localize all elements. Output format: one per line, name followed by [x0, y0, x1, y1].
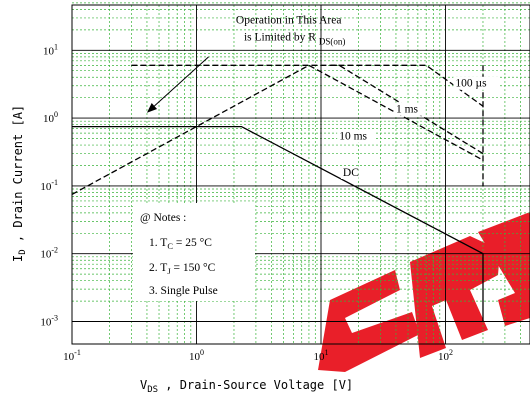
series-label-bg: [340, 165, 359, 179]
series-label-bg: [453, 76, 499, 90]
y-tick-label: 100: [43, 110, 58, 125]
notes-title: @ Notes :: [140, 212, 186, 224]
annotation-line1: Operation in This Area: [236, 14, 342, 26]
x-tick-label: 101: [314, 348, 329, 363]
y-tick-label: 10-1: [40, 178, 58, 193]
x-tick-label: 100: [189, 348, 204, 363]
x-axis-label: VDS , Drain-Source Voltage [V]: [140, 378, 353, 395]
plot-frame: [71, 4, 530, 345]
annotation-arrowhead: [146, 103, 158, 113]
series-label: 100 µs: [455, 78, 487, 90]
y-tick-label: 10-2: [40, 246, 58, 261]
series-label: DC: [343, 167, 359, 179]
note-1: 1. TC = 25 °C: [149, 237, 212, 251]
y-tick-label: 101: [43, 42, 58, 57]
series-line-DC: [72, 125, 484, 322]
y-axis-label: ID , Drain Current [A]: [11, 105, 28, 262]
series-labels: DC 10 ms 1 ms 100 µs: [337, 76, 499, 179]
tick-labels: 10-1 100 101 102 10-3 10-2 10-1 100 101: [40, 42, 453, 363]
series-label-bg: [337, 129, 376, 143]
series-line-10-ms: [72, 64, 484, 195]
watermark-logo: [318, 212, 530, 372]
note-2: 2. TJ = 150 °C: [149, 262, 216, 276]
note-3: 3. Single Pulse: [149, 285, 218, 297]
annotation-arrow: [154, 56, 209, 107]
y-tick-label: 10-3: [40, 314, 58, 329]
series-label-bg: [393, 102, 426, 116]
x-tick-label: 10-1: [63, 348, 81, 363]
series-label: 1 ms: [396, 104, 419, 116]
series-label: 10 ms: [339, 131, 367, 143]
x-tick-label: 102: [438, 348, 453, 363]
notes-box: @ Notes : 1. TC = 25 °C 2. TJ = 150 °C 3…: [133, 203, 255, 301]
